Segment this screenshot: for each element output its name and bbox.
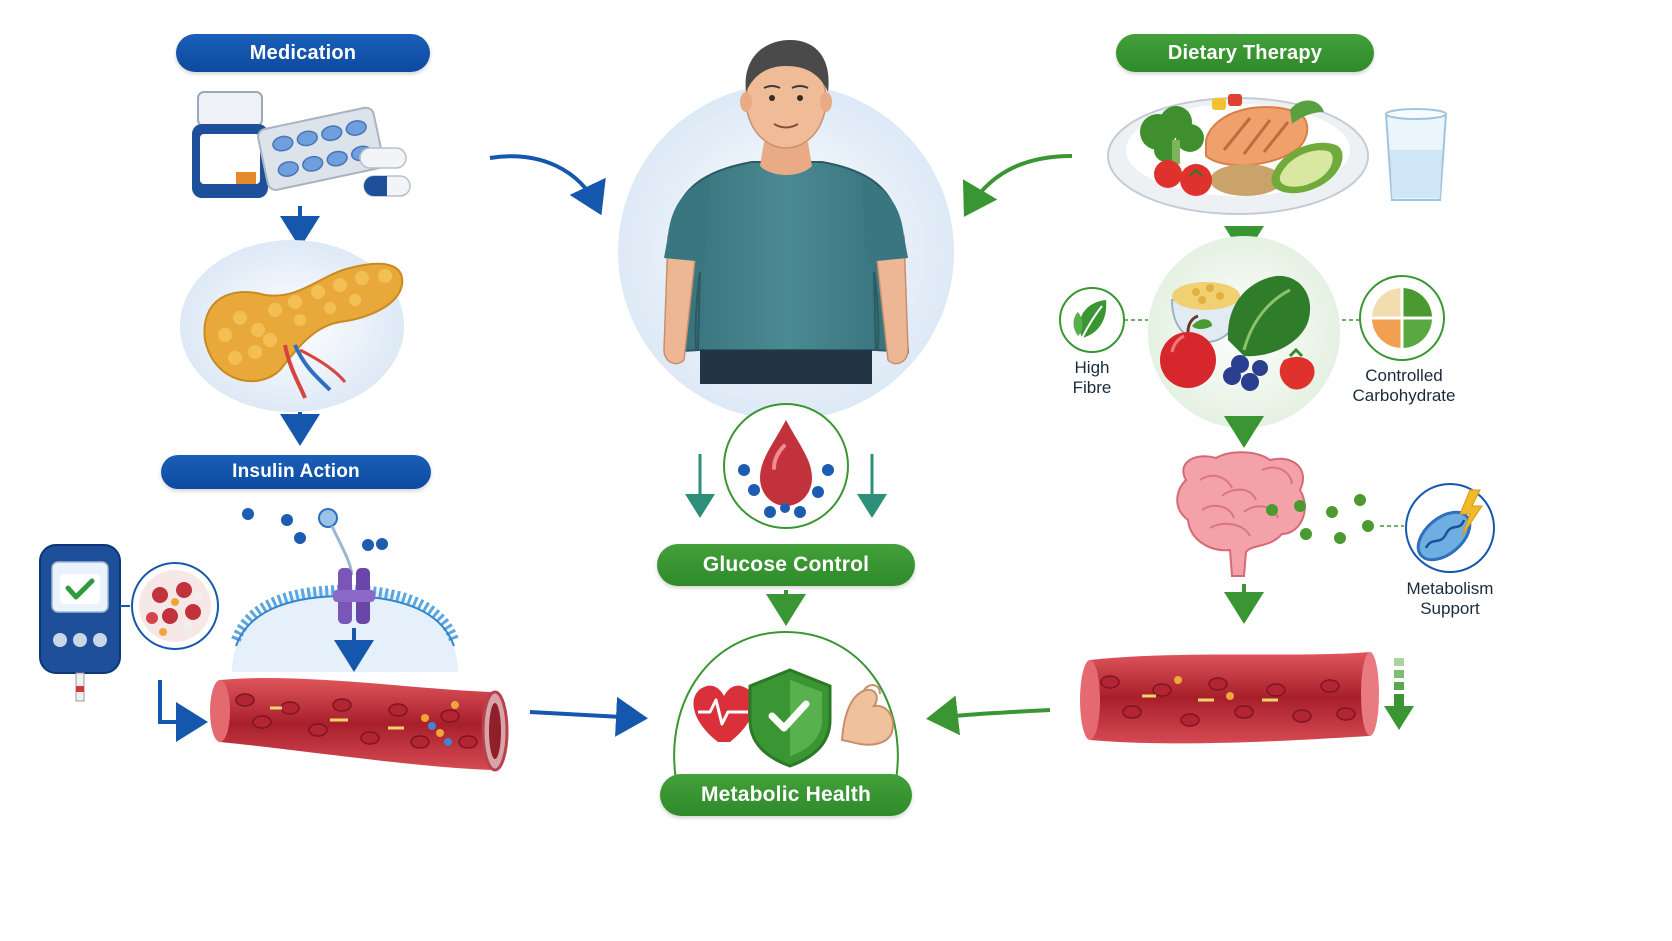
arrow-elbow xyxy=(158,680,208,742)
intestine-illustration xyxy=(1176,451,1404,577)
controlled-line1: Controlled xyxy=(1365,366,1443,385)
dietary-therapy-label: Dietary Therapy xyxy=(1116,34,1374,72)
portion-plate-icon xyxy=(1342,275,1445,361)
water-glass-icon xyxy=(1384,108,1448,201)
glucometer-icon xyxy=(39,544,121,702)
insulin-action-label: Insulin Action xyxy=(161,455,431,489)
glucose-control-label: Glucose Control xyxy=(657,544,915,586)
pill-bottle-icon xyxy=(192,91,268,198)
high-fibre-line2: Fibre xyxy=(1072,378,1112,397)
arrow-curve xyxy=(962,154,1073,217)
arrow-left xyxy=(926,695,1051,736)
leaf-icon xyxy=(1059,287,1148,353)
medication-illustration xyxy=(192,91,411,198)
meal-plate-illustration xyxy=(1107,94,1369,215)
controlled-line2: Carbohydrate xyxy=(1352,386,1456,405)
decreasing-arrow-icon xyxy=(1384,658,1414,730)
right-blood-vessel-illustration xyxy=(1080,652,1379,744)
blood-drop-icon xyxy=(723,403,849,529)
blood-sample-magnifier-icon xyxy=(120,562,219,650)
muscle-arm-icon xyxy=(840,684,894,746)
metabolic-health-emblem xyxy=(673,630,899,781)
blister-pack-icon xyxy=(257,106,385,191)
left-blood-vessel-illustration xyxy=(210,677,509,772)
insulin-receptor-illustration xyxy=(231,508,459,672)
medication-label: Medication xyxy=(176,34,430,72)
high-fibre-line1: High xyxy=(1074,358,1110,377)
controlled-carbohydrate-caption: Controlled Carbohydrate xyxy=(1338,366,1470,406)
healthy-food-illustration xyxy=(1148,236,1340,428)
metabolic-health-label: Metabolic Health xyxy=(660,774,912,816)
person-illustration xyxy=(618,40,954,420)
metabolism-support-caption: Metabolism Support xyxy=(1392,579,1508,619)
metabolism-line2: Support xyxy=(1420,599,1480,618)
high-fibre-caption: High Fibre xyxy=(1052,358,1132,398)
metabolism-line1: Metabolism xyxy=(1406,579,1494,598)
capsule-icon xyxy=(359,147,411,197)
pancreas-illustration xyxy=(180,240,404,412)
heart-icon xyxy=(693,685,755,742)
shield-check-icon xyxy=(748,668,832,768)
mitochondria-icon xyxy=(1405,483,1495,573)
arrow-right xyxy=(529,696,648,737)
arrow-curve xyxy=(489,154,606,216)
